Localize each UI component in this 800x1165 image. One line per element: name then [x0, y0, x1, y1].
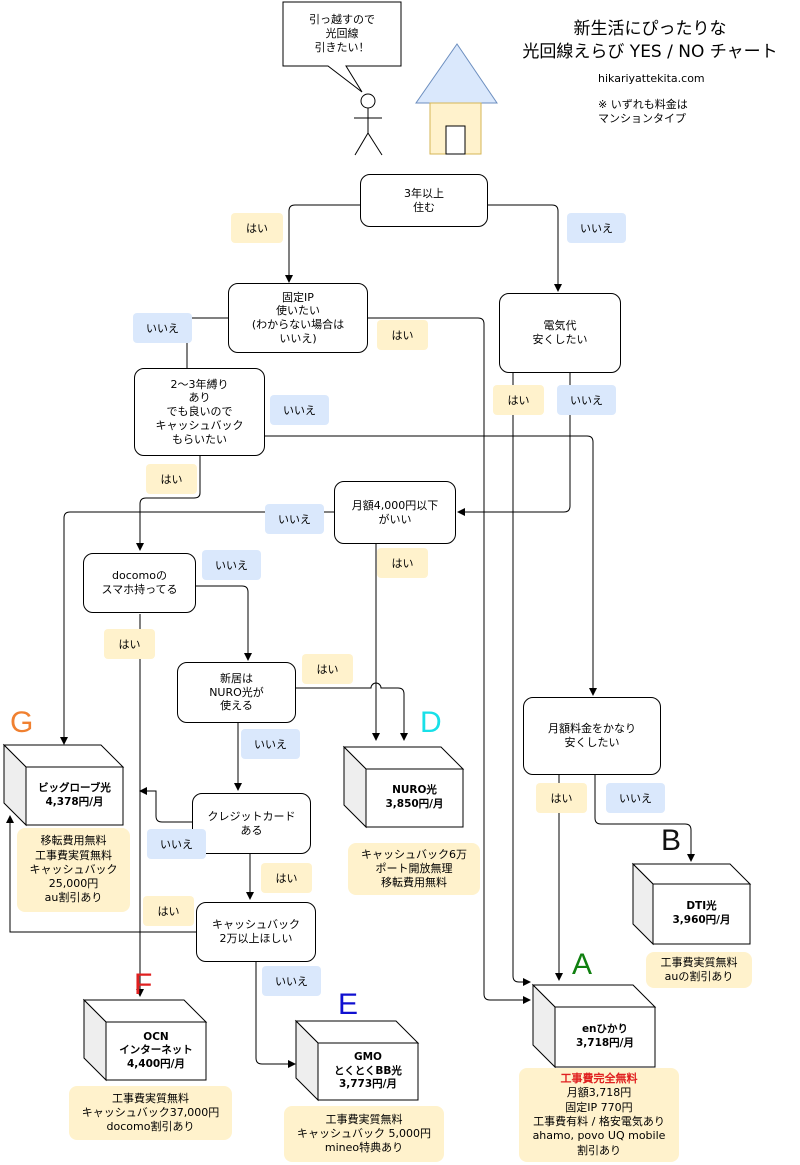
- answer-no: いいえ: [133, 313, 192, 343]
- price-remark: ※ いずれも料金は マンションタイプ: [598, 98, 688, 126]
- question-cheap-monthly: 月額料金をかなり 安くしたい: [523, 697, 661, 775]
- answer-no: いいえ: [606, 783, 665, 813]
- plan-box-D: [342, 745, 465, 829]
- plan-note-B: 工事費実質無料 auの割引あり: [646, 952, 752, 988]
- answer-yes: はい: [493, 385, 544, 415]
- plan-box-F: [82, 998, 208, 1082]
- question-electricity: 電気代 安くしたい: [499, 293, 621, 373]
- answer-yes: はい: [146, 464, 197, 494]
- question-nuro-area: 新居は NURO光が 使える: [177, 662, 296, 723]
- plan-name-F: OCN インターネット 4,400円/月: [119, 1030, 193, 1070]
- question-fixed-ip: 固定IP 使いたい (わからない場合は いいえ): [228, 283, 368, 353]
- answer-yes: はい: [143, 896, 194, 926]
- plan-note-D: キャッシュバック6万 ポート開放無理 移転費用無料: [348, 843, 480, 895]
- plan-note-E: 工事費実質無料 キャッシュバック 5,000円 mineo特典あり: [284, 1106, 444, 1162]
- speech-bubble-text: 引っ越すので 光回線 引きたい！: [309, 12, 375, 55]
- connector-lines: [6, 204, 695, 1068]
- speech-bubble-shape: [282, 1, 402, 93]
- answer-yes: はい: [104, 629, 155, 659]
- plan-letter-E: E: [338, 988, 359, 1021]
- plan-note-A: 工事費完全無料 月額3,718円 固定IP 770円 工事費有料 / 格安電気あ…: [519, 1068, 679, 1162]
- plan-note-A-body: 月額3,718円 固定IP 770円 工事費有料 / 格安電気あり ahamo,…: [532, 1086, 666, 1157]
- plan-letter-F: F: [134, 968, 153, 1001]
- question-credit-card: クレジットカード ある: [192, 793, 311, 854]
- answer-yes: はい: [377, 548, 428, 578]
- answer-no: いいえ: [147, 829, 206, 859]
- plan-letter-D: D: [420, 706, 442, 739]
- answer-yes: はい: [302, 654, 353, 684]
- answer-yes: はい: [377, 320, 428, 350]
- question-cashback-20k: キャッシュバック 2万以上ほしい: [196, 902, 316, 962]
- question-docomo: docomoの スマホ持ってる: [83, 553, 196, 613]
- plan-box-G: [2, 743, 125, 827]
- plan-note-F: 工事費実質無料 キャッシュバック37,000円 docomo割引あり: [69, 1086, 232, 1140]
- answer-no: いいえ: [262, 966, 321, 996]
- answer-no: いいえ: [557, 385, 616, 415]
- plan-name-E: GMO とくとくBB光 3,773円/月: [334, 1051, 402, 1091]
- plan-letter-B: B: [661, 824, 682, 857]
- answer-no: いいえ: [270, 395, 329, 425]
- question-monthly-4000: 月額4,000円以下 がいい: [334, 481, 456, 544]
- plan-letter-G: G: [10, 706, 34, 739]
- answer-yes: はい: [536, 783, 587, 813]
- answer-no: いいえ: [241, 729, 300, 759]
- answer-no: いいえ: [202, 550, 261, 580]
- question-binding-cashback: 2〜3年縛り あり でも良いので キャッシュバック もらいたい: [134, 368, 265, 456]
- plan-box-B: [631, 862, 752, 946]
- plan-box-E: [294, 1019, 420, 1102]
- answer-no: いいえ: [265, 504, 324, 534]
- plan-name-A: enひかり 3,718円/月: [575, 1023, 635, 1049]
- plan-letter-A: A: [572, 948, 593, 981]
- plan-note-G: 移転費用無料 工事費実質無料 キャッシュバック 25,000円 au割引あり: [17, 828, 130, 912]
- house-icon: [415, 43, 498, 155]
- plan-note-A-highlight: 工事費完全無料: [560, 1072, 638, 1086]
- plan-name-D: NURO光 3,850円/月: [385, 784, 444, 810]
- chart-title: 新生活にぴったりな 光回線えらび YES / NO チャート: [522, 19, 778, 62]
- site-name: hikariyattekita.com: [598, 72, 705, 85]
- question-stay-3-years: 3年以上 住む: [360, 174, 488, 227]
- answer-yes: はい: [231, 213, 283, 243]
- answer-yes: はい: [261, 863, 312, 893]
- plan-box-A: [531, 983, 657, 1069]
- answer-no: いいえ: [567, 213, 626, 243]
- plan-name-G: ビッグローブ光 4,378円/月: [38, 782, 111, 808]
- plan-name-B: DTI光 3,960円/月: [672, 900, 731, 926]
- person-figure: [354, 93, 383, 156]
